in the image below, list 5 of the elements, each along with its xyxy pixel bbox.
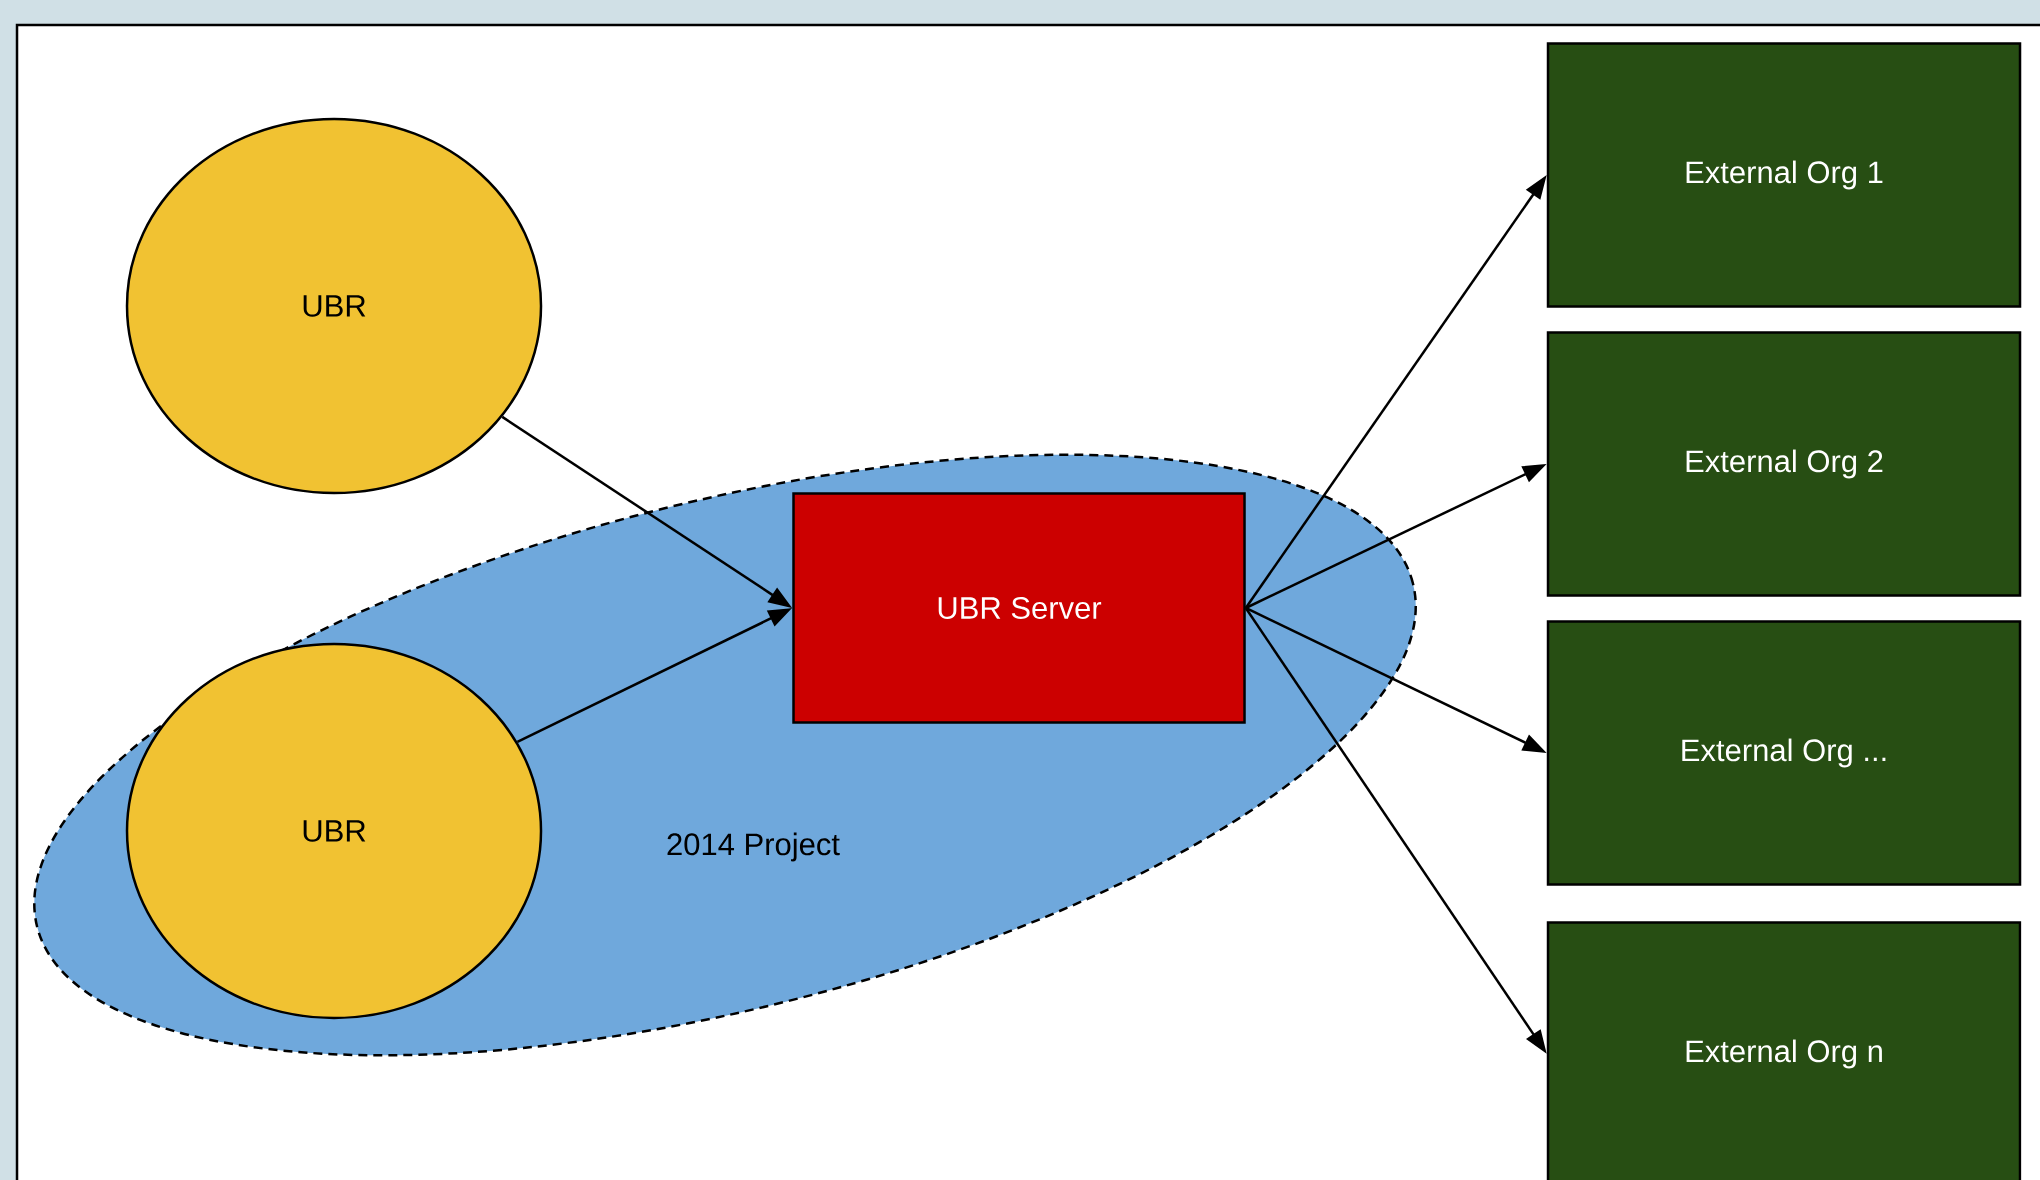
organization-box: External Org ...: [1546, 620, 2022, 886]
organization-box: External Org 2: [1546, 331, 2022, 597]
organization-box: External Org 1: [1546, 42, 2022, 308]
organization-box: External Org n: [1546, 921, 2022, 1180]
server-box: UBR Server: [792, 492, 1246, 724]
